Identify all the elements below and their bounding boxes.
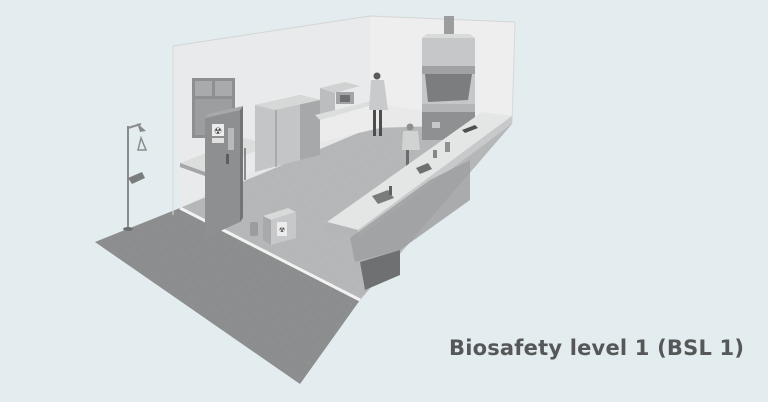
standing-scientist [369, 72, 388, 136]
caption-title: Biosafety level 1 (BSL 1) [449, 336, 745, 360]
sink [416, 163, 432, 174]
entry-door: ☢ [205, 106, 243, 238]
back-counter [315, 92, 380, 142]
refrigerators [255, 82, 360, 172]
svg-text:☢: ☢ [279, 226, 285, 234]
corridor-floor [95, 208, 360, 384]
fume-hood [422, 16, 475, 140]
biohazard-box: ☢ [250, 208, 296, 245]
svg-text:☢: ☢ [214, 127, 222, 137]
sink [372, 190, 394, 204]
lab-bench [327, 112, 512, 290]
eyewash-shower-station [123, 123, 148, 231]
seated-scientist [402, 123, 420, 166]
